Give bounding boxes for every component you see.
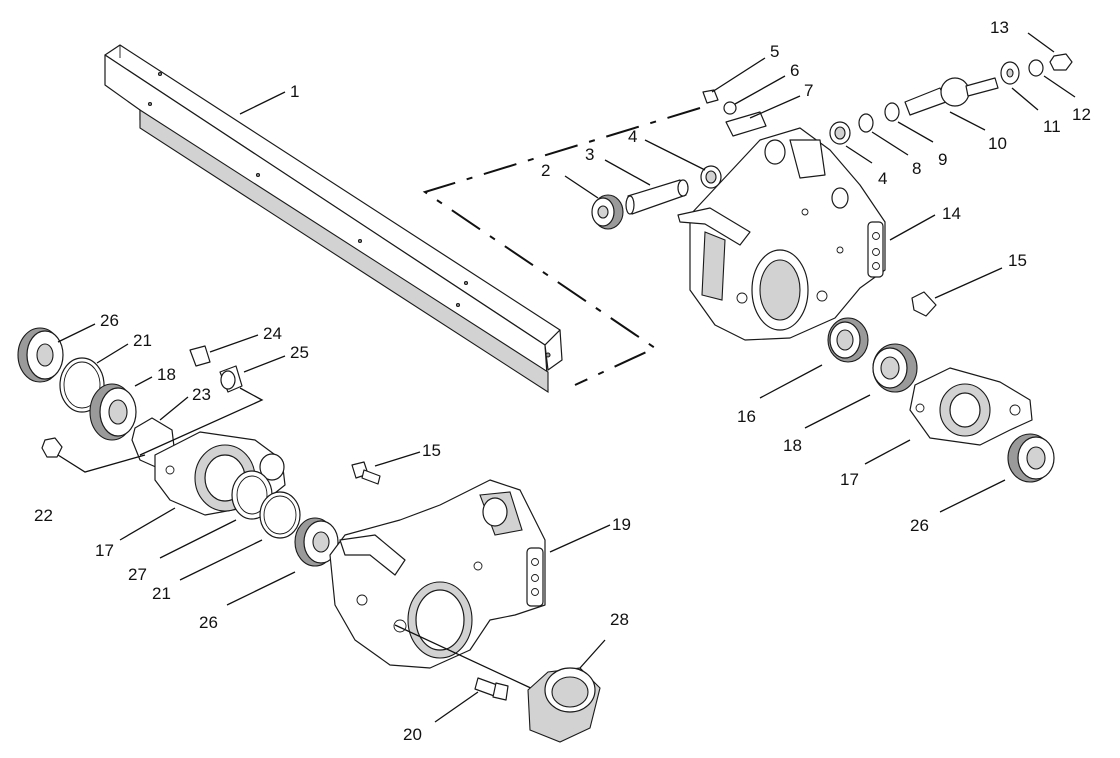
callout-6: 6: [790, 61, 799, 80]
part-12-spring-washer: [1028, 59, 1044, 77]
part-21-ring-left-inner: [63, 361, 101, 409]
callout-17-left: 17: [95, 541, 114, 560]
callout-23: 23: [192, 385, 211, 404]
part-4-bushing-a-bore: [705, 170, 717, 184]
callout-8: 8: [912, 159, 921, 178]
part-20-guide-line: [394, 624, 536, 691]
part-26-seal-lower: [294, 517, 339, 567]
part-10-pin: [904, 77, 999, 116]
assembly-guide-line: [422, 107, 701, 386]
callout-12: 12: [1072, 105, 1091, 124]
leader-lines: [57, 32, 1076, 723]
callout-22: 22: [34, 506, 53, 525]
callout-10: 10: [988, 134, 1007, 153]
callout-3: 3: [585, 145, 594, 164]
part-13-nut: [1049, 53, 1073, 71]
callout-9: 9: [938, 150, 947, 169]
callout-4-right: 4: [878, 169, 887, 188]
callout-26-lower: 26: [199, 613, 218, 632]
part-17-housing-right: [909, 367, 1033, 446]
callout-19: 19: [612, 515, 631, 534]
callout-21-lower: 21: [152, 584, 171, 603]
callout-5: 5: [770, 42, 779, 61]
part-27-ring-inner: [236, 475, 268, 515]
part-21-ring-lower: [259, 491, 301, 539]
callout-17-right: 17: [840, 470, 859, 489]
callout-26-left-top: 26: [100, 311, 119, 330]
callout-2: 2: [541, 161, 550, 180]
callout-13: 13: [990, 18, 1009, 37]
part-15-bolt-right: [911, 291, 937, 317]
part-8-ring: [858, 113, 874, 133]
part-16-seal: [827, 317, 869, 363]
part-14-right-frame: [677, 127, 886, 341]
part-20-bolt: [474, 677, 509, 701]
part-25-spacer: [219, 365, 243, 393]
part-24-bolt: [189, 345, 211, 367]
part-19-left-frame: [329, 479, 546, 669]
callout-24: 24: [263, 324, 282, 343]
callout-4-left: 4: [628, 127, 637, 146]
callout-labels: 1 2 3 4 5 6 7 4 8 9 10 11 12 13 14 15 16…: [34, 18, 1091, 744]
part-18-bearing-left: [89, 383, 137, 441]
callout-20: 20: [403, 725, 422, 744]
part-21-ring-lower-inner: [263, 495, 297, 535]
callout-21-top: 21: [133, 331, 152, 350]
callout-15-left: 15: [422, 441, 441, 460]
callout-25: 25: [290, 343, 309, 362]
part-11-washer-bore: [1006, 68, 1014, 78]
callout-15-right: 15: [1008, 251, 1027, 270]
callout-18-left: 18: [157, 365, 176, 384]
callout-16: 16: [737, 407, 756, 426]
part-18-bearing-right: [872, 343, 918, 393]
callout-26-right: 26: [910, 516, 929, 535]
part-5-bolt: [702, 89, 719, 104]
callout-28: 28: [610, 610, 629, 629]
part-7-clip: [725, 111, 767, 137]
part-2-sprocket: [591, 194, 624, 230]
part-15-bolt-left: [351, 461, 381, 485]
part-3-shaft: [625, 179, 689, 215]
callout-7: 7: [804, 81, 813, 100]
part-9-ring: [884, 102, 900, 122]
part-28-cap: [527, 667, 601, 743]
part-6-washer: [723, 101, 737, 115]
part-4-bushing-b-bore: [834, 126, 846, 140]
part-1-rail: [104, 44, 563, 394]
callout-11: 11: [1043, 117, 1061, 136]
part-26-seal-right: [1007, 433, 1055, 483]
part-22-nut: [41, 437, 63, 458]
part-26-seal-left-top: [17, 327, 64, 383]
callout-27: 27: [128, 565, 147, 584]
callout-1: 1: [290, 82, 299, 101]
callout-18-right: 18: [783, 436, 802, 455]
callout-14: 14: [942, 204, 961, 223]
